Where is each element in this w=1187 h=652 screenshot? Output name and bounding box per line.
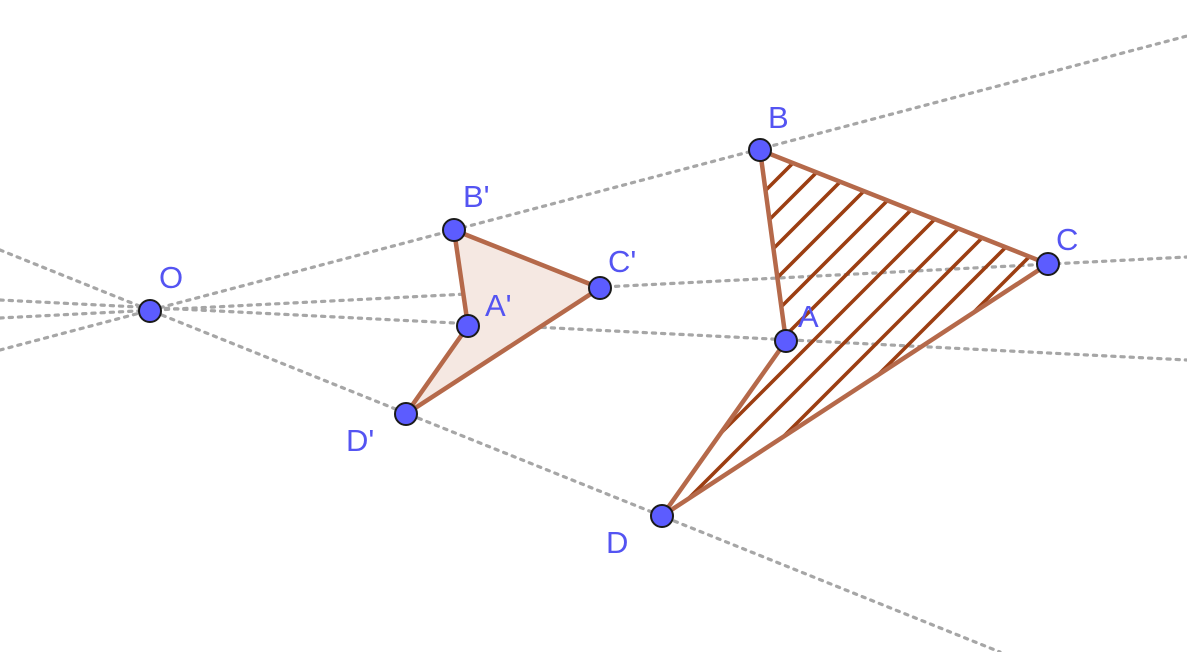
hatch-line [1082,100,1187,600]
point-O[interactable] [138,299,162,323]
label-A: A [798,299,819,334]
labels: O B C A D B' C' A' D' [159,100,1078,560]
hatch-line [684,150,1048,516]
point-D[interactable] [650,504,674,528]
hatch-line [662,150,957,516]
point-C[interactable] [1036,252,1060,276]
hatch-line [662,150,1048,516]
hatch-line [1047,150,1048,516]
label-O: O [159,260,183,295]
hatch-line [662,150,891,516]
hatch-line [662,150,1048,516]
label-A-prime: A' [485,288,512,323]
label-C-prime: C' [608,244,636,279]
ray-through-A [0,298,1187,362]
point-C-prime[interactable] [588,276,612,300]
label-B: B [768,100,789,135]
hatch-line [662,150,858,516]
label-C: C [1056,222,1078,257]
rays [0,34,1187,652]
hatch-line [1115,100,1187,600]
hatch-line [1181,100,1187,600]
ray-through-B [0,34,1187,352]
point-B-prime[interactable] [442,218,466,242]
points[interactable] [138,138,1060,528]
image-quadrilateral-fill [406,230,600,414]
hatch-line [1148,100,1187,600]
hatch-line [662,150,1048,516]
hatch-line [1014,150,1048,516]
hatch-line [882,150,1048,516]
label-D: D [606,525,628,560]
hatch-line [662,150,1023,516]
point-A-prime[interactable] [456,314,480,338]
point-B[interactable] [748,138,772,162]
point-A[interactable] [774,329,798,353]
label-D-prime: D' [346,423,374,458]
point-D-prime[interactable] [394,402,418,426]
label-B-prime: B' [463,179,490,214]
